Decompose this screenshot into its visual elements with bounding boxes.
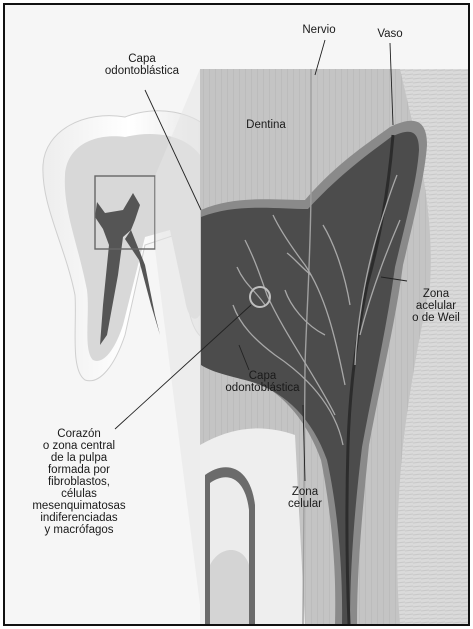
magnified-panel xyxy=(200,69,468,624)
label-vaso: Vaso xyxy=(365,28,415,40)
label-capa-odontoblastica-mid: Capa odontoblástica xyxy=(205,370,320,394)
figure-frame: Capa odontoblástica Nervio Vaso Dentina … xyxy=(3,3,470,626)
label-capa-odontoblastica-top: Capa odontoblástica xyxy=(87,53,197,77)
label-dentina: Dentina xyxy=(231,119,301,131)
label-zona-acelular: Zona acelular o de Weil xyxy=(401,288,470,324)
label-nervio: Nervio xyxy=(289,24,349,36)
label-zona-celular: Zona celular xyxy=(270,486,340,510)
label-corazon-pulpa: Corazón o zona central de la pulpa forma… xyxy=(11,428,147,536)
